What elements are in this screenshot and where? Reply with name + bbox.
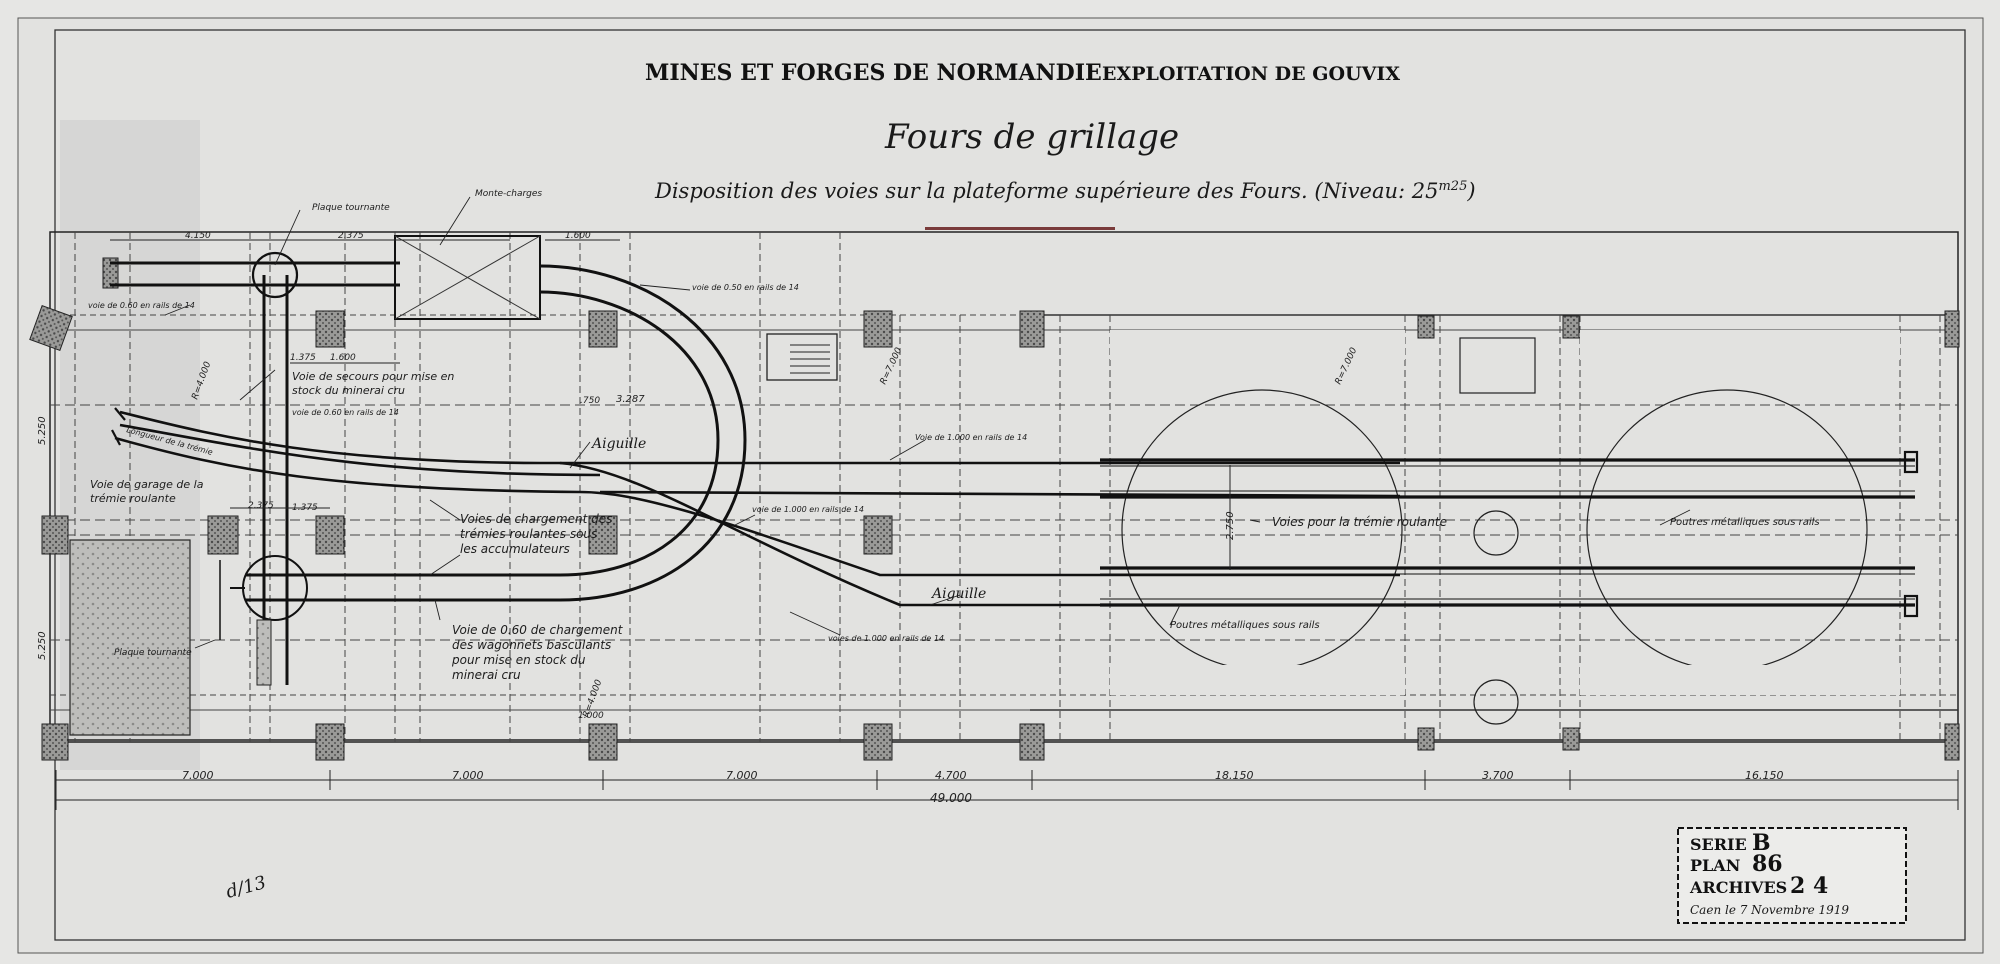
structural-columns: [41, 310, 1960, 761]
platform-outline: [49, 231, 1959, 743]
label-voie-060-rails: voie de 0.60 en rails de 14: [292, 408, 399, 417]
label-aiguille-1: Aiguille: [590, 436, 646, 452]
label-poutres-2: Poutres métalliques sous rails: [1170, 619, 1320, 631]
dim-750: .750: [580, 396, 600, 406]
dim-3700: 3.700: [1482, 769, 1514, 782]
dimension-lines: [55, 239, 1959, 810]
label-poutres-1: Poutres métalliques sous rails: [1670, 516, 1820, 528]
loop-track: [245, 264, 747, 602]
dim-18150: 18.150: [1215, 769, 1254, 782]
label-voies-chargement-1: Voies de chargement des: [460, 512, 612, 526]
label-voies-tremie: Voies pour la trémie roulante: [1272, 515, 1447, 529]
turntable-pit: [69, 539, 191, 736]
stamp-plan-label: PLAN: [1690, 856, 1740, 875]
title-underline: [925, 227, 1115, 230]
stamp-archives-label: ARCHIVES: [1689, 878, 1787, 897]
curved-tracks: [114, 410, 1401, 607]
corner-column: [29, 304, 73, 352]
archive-stamp: SERIE B PLAN 86 ARCHIVES 2 4 Caen le 7 N…: [1677, 827, 1907, 924]
dim-16150: 16.150: [1745, 769, 1784, 782]
label-voie-secours-2: stock du minerai cru: [292, 384, 405, 397]
site-name: EXPLOITATION DE GOUVIX: [1102, 63, 1400, 85]
label-voie-garage-2: trémie roulante: [90, 492, 176, 505]
row-lines: [50, 404, 1958, 641]
label-voies-chargement-2: trémies roulantes sous: [460, 527, 597, 541]
label-voie-1000: Voie de 1.000 en rails de 14: [915, 433, 1027, 442]
dim-7000c: 7.000: [726, 769, 758, 782]
dim-2375b: 2.375: [248, 501, 274, 511]
stamp-plan-value: 86: [1752, 851, 1783, 877]
drawing-subtitle: Disposition des voies sur la plateforme …: [654, 179, 1476, 203]
dim-5250: 5.250: [37, 416, 48, 445]
dim-1600: 1.600: [565, 231, 591, 241]
dim-4700: 4.700: [935, 769, 967, 782]
trolley-rails: [1100, 458, 1915, 607]
label-voie-1000-b: voie de 1.000 en rails de 14: [752, 505, 864, 514]
lower-tracks: [219, 555, 308, 686]
staircase: [766, 333, 838, 381]
dim-2375: 2.375: [338, 231, 364, 241]
stamp-serie-value: B: [1752, 830, 1771, 856]
dim-1375: 1.375: [290, 353, 316, 363]
dim-7000b: 7.000: [452, 769, 484, 782]
label-plaque-tournante-top: Plaque tournante: [312, 203, 390, 213]
label-voie-060-chargement-4: minerai cru: [452, 668, 521, 682]
stamp-archives-value: 2 4: [1790, 873, 1828, 899]
dim-1000: 1.000: [578, 711, 604, 721]
stamp-serie-label: SERIE: [1690, 835, 1747, 854]
label-aiguille-2: Aiguille: [930, 586, 986, 602]
drawing-title: Fours de grillage: [884, 117, 1179, 157]
dim-3287: 3.287: [616, 394, 645, 405]
company-name: MINES ET FORGES DE NORMANDIE: [645, 60, 1102, 86]
dim-7000a: 7.000: [182, 769, 214, 782]
dim-total: 49.000: [930, 791, 972, 805]
label-voies-1000-bottom: voies de 1.000 en rails de 14: [828, 634, 944, 643]
stamp-date: Caen le 7 Novembre 1919: [1690, 903, 1849, 917]
label-voie-050: voie de 0.50 en rails de 14: [692, 283, 799, 292]
label-voie-060-chargement-3: pour mise en stock du: [451, 653, 586, 667]
label-voie-060-top: voie de 0.60 en rails de 14: [88, 301, 195, 310]
label-voies-chargement-3: les accumulateurs: [460, 542, 570, 556]
sheet-border: [17, 17, 1984, 954]
dim-1600b: 1.600: [330, 353, 356, 363]
label-plaque-tournante-bottom: Plaque tournante: [114, 648, 192, 658]
dim-1375b: 1.375: [292, 503, 318, 513]
label-voie-060-chargement-1: Voie de 0.60 de chargement: [452, 623, 624, 637]
top-spur-track: [102, 251, 400, 685]
leader-lines: [164, 196, 1691, 649]
label-monte-charges: Monte-charges: [475, 189, 542, 199]
label-voie-secours-1: Voie de secours pour mise en: [292, 370, 454, 383]
monte-charges-box: [394, 235, 541, 320]
dim-4150: 4.150: [185, 231, 211, 241]
label-voie-garage-1: Voie de garage de la: [90, 478, 204, 491]
label-voie-060-chargement-2: des wagonnets basculants: [452, 638, 611, 652]
frame: [54, 29, 1966, 941]
dim-5250b: 5.250: [37, 631, 48, 660]
kiln-circles: [1110, 330, 1900, 725]
top-turntable: [251, 251, 299, 299]
dim-2750: 2.750: [1225, 511, 1236, 540]
